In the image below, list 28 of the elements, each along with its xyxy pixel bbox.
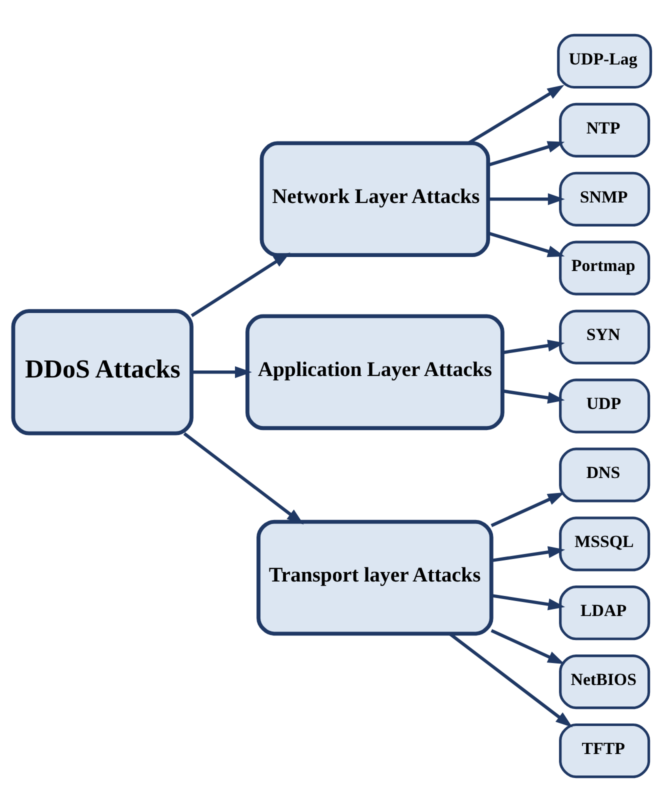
node-box: LDAP [559,585,650,640]
node-box: DDoS Attacks [11,308,194,435]
node-box: MSSQL [559,516,650,571]
arrow [488,231,565,257]
arrow [502,339,565,354]
arrow [468,84,564,144]
node-box: SNMP [559,171,650,226]
node-box: SYN [559,309,650,364]
node-box: Transport layer Attacks [256,519,494,636]
arrow [502,388,565,404]
arrow [491,546,566,562]
arrow [490,628,565,664]
arrow [491,593,566,610]
arrow [488,192,565,205]
node-box: Application Layer Attacks [245,314,504,430]
arrow [190,252,290,317]
node-box: NetBIOS [559,654,650,709]
node-box: TFTP [559,722,650,778]
node-box: DNS [559,447,650,502]
node-box: UDP [559,378,650,433]
node-box: UDP-Lag [557,33,652,88]
node-box: NTP [559,102,650,157]
arrow [488,140,565,166]
node-box: Portmap [559,240,650,295]
arrow [490,492,565,527]
arrow [192,366,252,378]
arrow [183,432,304,524]
node-box: Network Layer Attacks [260,140,490,257]
